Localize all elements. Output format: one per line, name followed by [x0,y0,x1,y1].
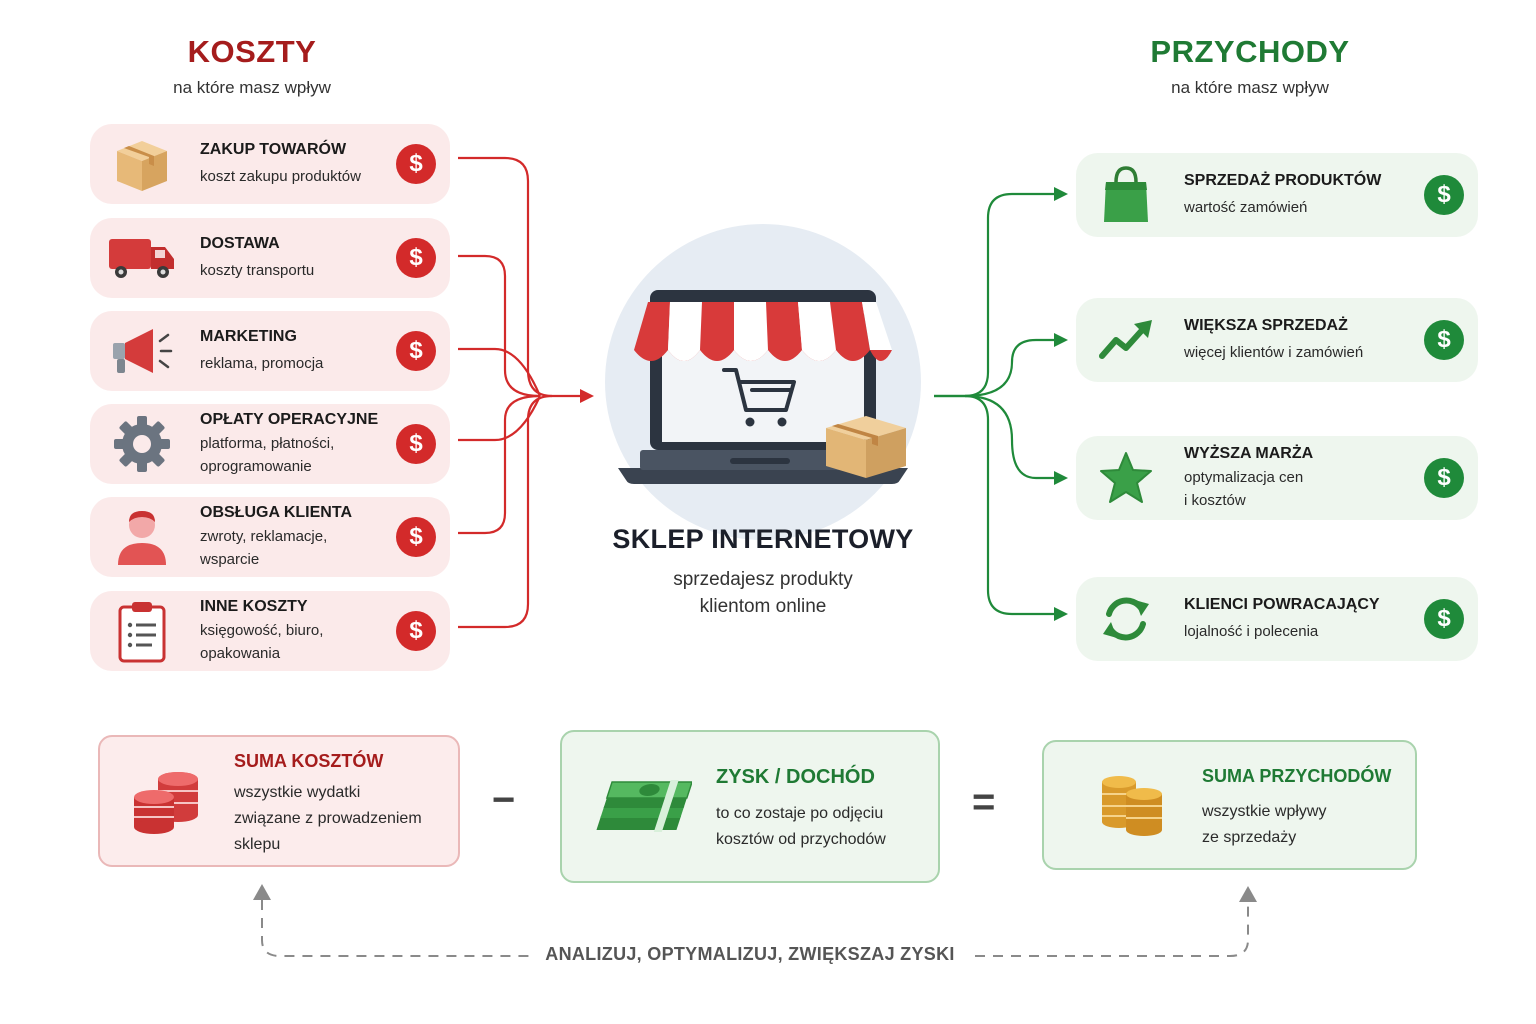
cost-card-oplaty: OPŁATY OPERACYJNE platforma, płatności, o… [90,404,450,484]
costs-subtitle: na które masz wpływ [173,78,331,97]
cost-card-zakup: ZAKUP TOWARÓW koszt zakupu produktów $ [90,124,450,204]
rev-card-sprzedaz: SPRZEDAŻ PRODUKTÓW wartość zamówień $ [1076,153,1478,237]
rev-title: KLIENCI POWRACAJĄCY [1184,595,1380,613]
cost-desc: księgowość, biuro, opakowania [200,621,324,662]
shop-title: SKLEP INTERNETOWY [612,524,914,554]
dollar-icon: $ [1424,599,1464,639]
rev-title: SPRZEDAŻ PRODUKTÓW [1184,171,1382,189]
costs-title: KOSZTY [187,34,317,69]
revenues-header: PRZYCHODY na które masz wpływ [1070,34,1430,98]
sum-revenue-box: SUMA PRZYCHODÓW wszystkie wpływy ze sprz… [1042,740,1417,870]
profit-desc: to co zostaje po odjęciu kosztów od przy… [716,805,886,848]
cost-title: OBSŁUGA KLIENTA [200,503,352,521]
cost-desc: reklama, promocja [200,354,324,372]
rev-desc: optymalizacja cen i kosztów [1184,468,1304,509]
footer-slogan: ANALIZUJ, OPTYMALIZUJ, ZWIĘKSZAJ ZYSKI [530,944,970,965]
dollar-icon: $ [396,144,436,184]
refresh-icon [1086,592,1166,646]
truck-icon [102,233,182,283]
dollar-icon: $ [396,238,436,278]
shopping-bag-icon [1086,164,1166,226]
cost-title: INNE KOSZTY [200,597,308,615]
dollar-icon: $ [396,424,436,464]
star-icon [1086,451,1166,505]
equals-sign: = [972,780,996,824]
profit-title: ZYSK / DOCHÓD [716,766,875,788]
cost-card-marketing: MARKETING reklama, promocja $ [90,311,450,391]
sum-revenue-desc: wszystkie wpływy ze sprzedaży [1202,803,1327,846]
cost-title: MARKETING [200,327,297,345]
cost-title: ZAKUP TOWARÓW [200,140,347,158]
rev-title: WYŻSZA MARŻA [1184,444,1314,462]
rev-card-klienci: KLIENCI POWRACAJĄCY lojalność i polecenia… [1076,577,1478,661]
megaphone-icon [102,323,182,379]
cost-desc: platforma, płatności, oprogramowanie [200,434,335,475]
cost-card-obsluga: OBSŁUGA KLIENTA zwroty, reklamacje, wspar… [90,497,450,577]
box-icon [102,133,182,195]
cost-card-inne: INNE KOSZTY księgowość, biuro, opakowania… [90,591,450,671]
rev-desc: lojalność i polecenia [1184,622,1319,640]
dollar-icon: $ [1424,458,1464,498]
profit-box: ZYSK / DOCHÓD to co zostaje po odjęciu k… [560,730,940,883]
dollar-icon: $ [1424,320,1464,360]
rev-title: WIĘKSZA SPRZEDAŻ [1184,316,1348,334]
trend-up-icon [1086,318,1166,362]
dollar-icon: $ [396,611,436,651]
dollar-icon: $ [396,517,436,557]
sum-costs-desc: wszystkie wydatki związane z prowadzenie… [234,784,422,853]
dollar-icon: $ [396,331,436,371]
cost-title: DOSTAWA [200,234,280,252]
cost-title: OPŁATY OPERACYJNE [200,410,379,428]
shop-subtitle: sprzedajesz produkty klientom online [673,569,853,617]
sum-revenue-title: SUMA PRZYCHODÓW [1202,766,1392,786]
sum-costs-box: SUMA KOSZTÓW wszystkie wydatki związane … [98,735,460,867]
costs-header: KOSZTY na które masz wpływ [72,34,432,98]
gear-icon [102,414,182,474]
rev-desc: wartość zamówień [1184,198,1308,216]
red-coins-icon [132,767,204,842]
cost-desc: zwroty, reklamacje, wsparcie [200,527,328,568]
cost-desc: koszty transportu [200,261,315,279]
revenues-subtitle: na które masz wpływ [1171,78,1329,97]
sum-costs-title: SUMA KOSZTÓW [234,751,384,771]
revenues-title: PRZYCHODY [1150,34,1350,69]
cash-stack-icon [592,776,694,851]
minus-sign: − [492,778,516,822]
cost-card-dostawa: DOSTAWA koszty transportu $ [90,218,450,298]
cost-desc: koszt zakupu produktów [200,167,361,185]
person-icon [102,507,182,567]
clipboard-icon [102,599,182,663]
gold-coins-icon [1100,772,1166,843]
dollar-icon: $ [1424,175,1464,215]
rev-card-wieksza: WIĘKSZA SPRZEDAŻ więcej klientów i zamówi… [1076,298,1478,382]
rev-desc: więcej klientów i zamówień [1184,343,1364,361]
